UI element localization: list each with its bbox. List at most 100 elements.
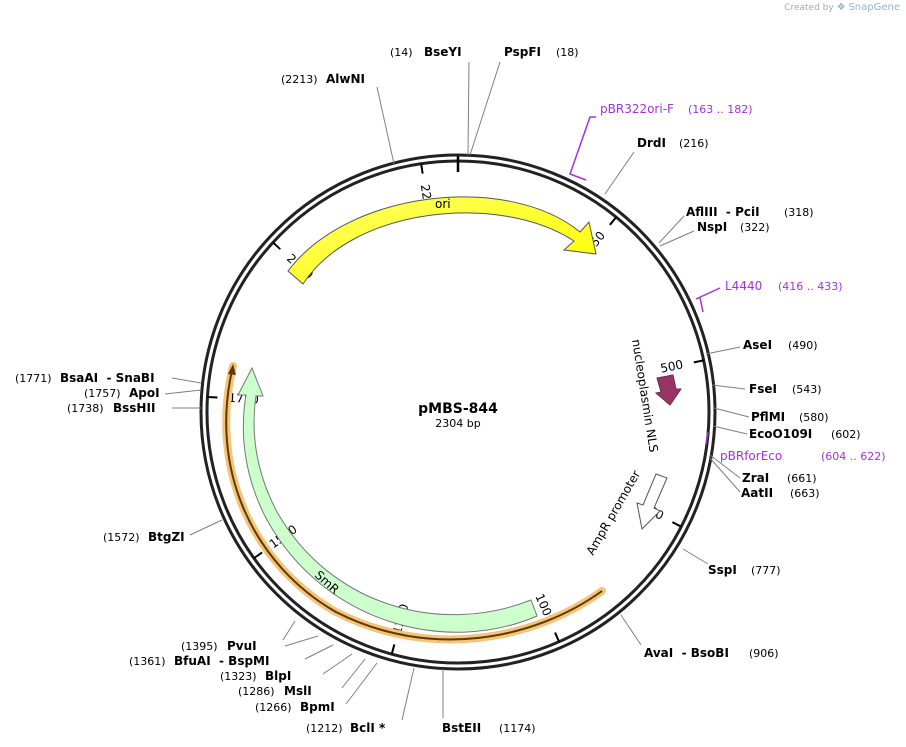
enzyme-name: AatII xyxy=(741,486,773,500)
enzyme-leaders xyxy=(164,61,750,721)
enzyme-pspfi[interactable]: PspFI (18) xyxy=(504,45,579,59)
enzyme-sspi[interactable]: SspI (777) xyxy=(708,563,781,577)
primer-pbr322ori-f[interactable]: pBR322ori-F (163 .. 182) xyxy=(600,102,753,116)
enzyme-position: (1771) xyxy=(15,372,52,385)
enzyme-position: (18) xyxy=(556,46,579,59)
enzyme-position: (543) xyxy=(792,383,822,396)
tick-mark xyxy=(554,632,561,643)
enzyme-position: (663) xyxy=(790,487,820,500)
enzyme-name: ZraI xyxy=(742,471,769,485)
primer-l4440[interactable]: L4440 (416 .. 433) xyxy=(725,279,843,293)
enzyme-position: (1323) xyxy=(220,670,257,683)
enzyme-position: (318) xyxy=(784,206,814,219)
enzyme-name: BclI * xyxy=(350,721,386,735)
primer-position: (163 .. 182) xyxy=(688,103,753,116)
feature-ampr-promoter[interactable]: AmpR promoter xyxy=(583,468,668,558)
feature-ori[interactable]: ori xyxy=(287,196,597,285)
enzyme-position: (1738) xyxy=(67,402,104,415)
enzyme-bfuai-bspmi[interactable]: (1361) BfuAI - BspMI xyxy=(129,654,269,668)
enzyme-pflmi[interactable]: PflMI (580) xyxy=(751,410,829,424)
enzyme-name: BfuAI - BspMI xyxy=(174,654,269,668)
primer-pbrforeco[interactable]: pBRforEco (604 .. 622) xyxy=(720,449,886,463)
feature-smr[interactable]: SmR xyxy=(237,366,538,633)
enzyme-apoi[interactable]: (1757) ApoI xyxy=(84,386,160,400)
enzyme-position: (602) xyxy=(831,428,861,441)
ori-arrow[interactable] xyxy=(287,196,597,285)
primer-marks xyxy=(569,116,721,445)
plasmid-name: pMBS-844 xyxy=(418,401,498,417)
enzyme-name: SspI xyxy=(708,563,737,577)
plasmid-length: 2304 bp xyxy=(435,417,480,430)
ampr-promoter-arrow[interactable] xyxy=(636,473,668,531)
enzyme-avai-bsobi[interactable]: AvaI - BsoBI (906) xyxy=(644,646,779,660)
tick-mark xyxy=(420,163,424,174)
enzyme-name: NspI xyxy=(697,220,727,234)
enzyme-name: ApoI xyxy=(129,386,160,400)
enzyme-name: EcoO109I xyxy=(749,427,812,441)
enzyme-asei[interactable]: AseI (490) xyxy=(743,338,818,352)
nls-label: nucleoplasmin NLS xyxy=(629,338,661,453)
tick-mark xyxy=(609,216,617,226)
nls-arrow[interactable] xyxy=(654,374,682,406)
snapgene-logo-icon: ❖ xyxy=(836,2,846,13)
enzyme-name: PflMI xyxy=(751,410,785,424)
enzyme-nspi[interactable]: NspI (322) xyxy=(697,220,770,234)
tick-mark xyxy=(272,241,281,250)
enzyme-position: (322) xyxy=(740,221,770,234)
enzyme-position: (1266) xyxy=(255,701,292,714)
watermark-prefix: Created by xyxy=(784,3,834,13)
primer-name: pBRforEco xyxy=(720,449,782,463)
enzyme-name: BssHII xyxy=(113,401,155,415)
enzyme-name: BlpI xyxy=(265,669,291,683)
enzyme-zrai[interactable]: ZraI (661) xyxy=(742,471,817,485)
enzyme-bsaai-snabi[interactable]: (1771) BsaAI - SnaBI xyxy=(15,371,155,385)
feature-nucleoplasmin-nls[interactable]: nucleoplasmin NLS xyxy=(629,338,682,453)
primer-position: (416 .. 433) xyxy=(778,280,843,293)
enzyme-bpmi[interactable]: (1266) BpmI xyxy=(255,700,335,714)
enzyme-name: AlwNI xyxy=(326,72,365,86)
enzyme-afliii-pcii[interactable]: AflIII - PciI (318) xyxy=(686,205,814,219)
enzyme-name: BpmI xyxy=(300,700,335,714)
enzyme-position: (1212) xyxy=(306,722,343,735)
primer-labels: pBR322ori-F (163 .. 182) L4440 (416 .. 4… xyxy=(600,102,886,463)
enzyme-bseyi[interactable]: (14) BseYI xyxy=(390,45,462,59)
smr-arrow[interactable] xyxy=(237,366,538,633)
enzyme-blpi[interactable]: (1323) BlpI xyxy=(220,669,291,683)
enzyme-position: (661) xyxy=(787,472,817,485)
enzyme-alwni[interactable]: (2213) AlwNI xyxy=(281,72,365,86)
enzyme-bsteii[interactable]: BstEII (1174) xyxy=(442,721,536,735)
tick-mark xyxy=(671,521,682,528)
tick-mark xyxy=(253,551,263,560)
enzyme-bsshii[interactable]: (1738) BssHII xyxy=(67,401,155,415)
tick-label: 500 xyxy=(659,357,684,375)
enzyme-position: (906) xyxy=(749,647,779,660)
enzyme-position: (1286) xyxy=(238,685,275,698)
enzyme-name: AseI xyxy=(743,338,772,352)
enzyme-position: (2213) xyxy=(281,73,318,86)
enzyme-pvui[interactable]: (1395) PvuI xyxy=(181,639,257,653)
enzyme-position: (777) xyxy=(751,564,781,577)
enzyme-bcli[interactable]: (1212) BclI * xyxy=(306,721,386,735)
enzyme-position: (1572) xyxy=(103,531,140,544)
enzyme-name: BseYI xyxy=(424,45,462,59)
enzyme-name: BsaAI - SnaBI xyxy=(60,371,155,385)
primer-name: L4440 xyxy=(725,279,762,293)
ori-label: ori xyxy=(435,197,451,211)
enzyme-position: (490) xyxy=(788,339,818,352)
tick-mark xyxy=(207,395,218,399)
smr-highlight xyxy=(222,362,606,644)
enzyme-drdi[interactable]: DrdI (216) xyxy=(637,136,709,150)
enzyme-name: BstEII xyxy=(442,721,481,735)
tick-mark xyxy=(693,359,704,364)
enzyme-fsei[interactable]: FseI (543) xyxy=(749,382,822,396)
enzyme-name: DrdI xyxy=(637,136,666,150)
enzyme-aatii[interactable]: AatII (663) xyxy=(741,486,820,500)
enzyme-position: (1361) xyxy=(129,655,166,668)
primer-position: (604 .. 622) xyxy=(821,450,886,463)
enzyme-eco0109i[interactable]: EcoO109I (602) xyxy=(749,427,861,441)
enzyme-name: PvuI xyxy=(227,639,257,653)
enzyme-btgzi[interactable]: (1572) BtgZI xyxy=(103,530,185,544)
enzyme-name: MslI xyxy=(284,684,312,698)
enzyme-position: (1174) xyxy=(499,722,536,735)
enzyme-msli[interactable]: (1286) MslI xyxy=(238,684,312,698)
